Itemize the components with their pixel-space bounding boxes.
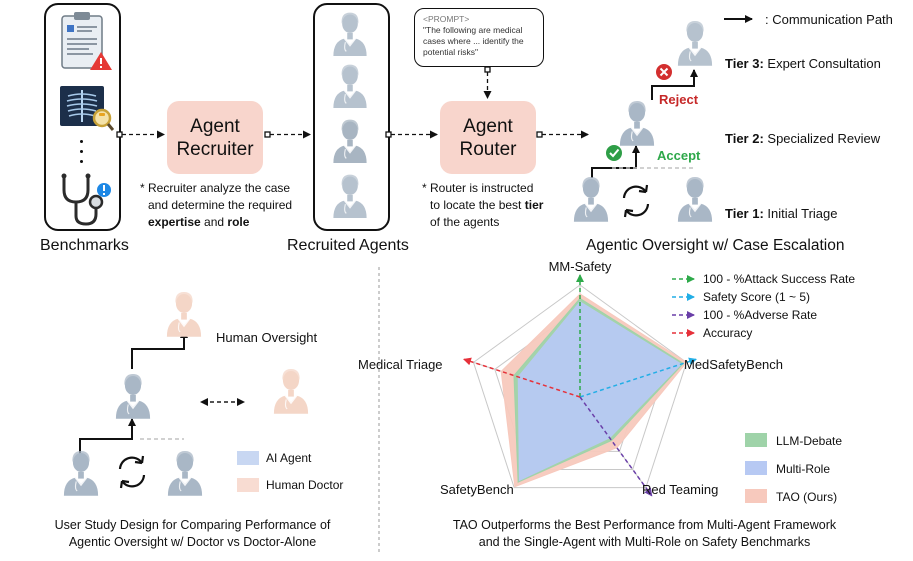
radar-axis-label-2: MedSafetyBench — [684, 357, 783, 372]
recruiter-note-line1: * Recruiter analyze the case — [140, 181, 291, 195]
series-legend-label-3: TAO (Ours) — [776, 490, 837, 504]
radar-series-multi-role — [517, 301, 682, 482]
metric-legend-label-4: Accuracy — [703, 326, 752, 340]
reject-x-icon — [656, 64, 672, 80]
radar-axis-label-4: SafetyBench — [440, 482, 514, 497]
radar-metric-arrow-3 — [579, 396, 653, 497]
oversight-label: Agentic Oversight w/ Case Escalation — [586, 237, 845, 254]
prompt-text: "The following are medical cases where .… — [423, 25, 524, 57]
router-note: * Router is instructed to locate the bes… — [422, 180, 572, 231]
series-legend-label-1: LLM-Debate — [776, 434, 842, 448]
recruiter-note-line2: and determine the required — [148, 198, 293, 212]
recruiter-flow-arrow — [116, 130, 165, 139]
agent-recruiter-line2: Recruiter — [176, 138, 254, 160]
metric-legend-label-3: 100 - %Adverse Rate — [703, 308, 817, 322]
bottom-left-structure — [79, 267, 380, 553]
prompt-to-router-arrow — [483, 66, 492, 99]
radar-axis-label-5: Medical Triage — [358, 357, 443, 372]
tier1-label: Tier 1: Initial Triage — [725, 206, 838, 221]
recruited-agents-label: Recruited Agents — [287, 237, 409, 254]
agent-router-line1: Agent — [463, 115, 513, 137]
accept-label: Accept — [657, 148, 701, 163]
legend-human-doctor-swatch — [237, 478, 259, 492]
cycle-icon — [622, 184, 650, 218]
recruiter-note-and: and — [200, 215, 228, 229]
bottom-left-caption: User Study Design for Comparing Performa… — [54, 518, 331, 549]
reject-label: Reject — [659, 92, 699, 107]
router-note-line1: * Router is instructed — [422, 181, 534, 195]
radar-grid-ring-5 — [472, 284, 688, 489]
recruiter-note-bold2: role — [227, 215, 250, 229]
radar-metric-arrow-2 — [579, 357, 697, 398]
prompt-box: <PROMPT> "The following are medical case… — [414, 8, 544, 67]
human-oversight-label: Human Oversight — [216, 330, 318, 345]
recruiter-note-bold1: expertise — [148, 215, 201, 229]
router-to-oversight-arrow — [536, 130, 589, 139]
radar-caption: TAO Outperforms the Best Performance fro… — [452, 518, 837, 549]
cycle-icon-bottom — [118, 455, 146, 489]
agent-router-line2: Router — [459, 138, 517, 160]
router-note-bold: tier — [524, 198, 544, 212]
benchmarks-label: Benchmarks — [40, 237, 129, 254]
recruited-flow-arrow — [264, 130, 311, 139]
metric-legend-label-2: Safety Score (1 ~ 5) — [703, 290, 810, 304]
ellipsis-dots — [80, 140, 84, 163]
series-legend-swatch-2 — [745, 461, 767, 475]
radar-metric-arrow-4 — [463, 357, 581, 398]
legend-human-doctor-label: Human Doctor — [266, 478, 344, 492]
top-connectors — [116, 15, 753, 218]
router-note-line3: of the agents — [430, 215, 500, 229]
recruiter-note: * Recruiter analyze the case and determi… — [140, 180, 310, 231]
metric-legend-label-1: 100 - %Attack Success Rate — [703, 272, 855, 286]
series-legend-swatch-1 — [745, 433, 767, 447]
legend-ai-agent-label: AI Agent — [266, 451, 312, 465]
agent-router-box: Agent Router — [440, 101, 536, 174]
prompt-tag: <PROMPT> — [423, 14, 470, 24]
radar-axis-label-3: Red Teaming — [642, 482, 718, 497]
legend-ai-agent-swatch — [237, 451, 259, 465]
tier3-label: Tier 3: Expert Consultation — [725, 56, 881, 71]
router-note-line2: to locate the best — [430, 198, 525, 212]
stethoscope-icon — [61, 173, 111, 226]
series-legend-label-2: Multi-Role — [776, 462, 830, 476]
radar-axis-label-1: MM-Safety — [549, 259, 612, 274]
router-flow-arrow — [385, 130, 438, 139]
clipboard-icon — [61, 12, 112, 70]
communication-path-legend: : Communication Path — [765, 12, 893, 27]
tier2-label: Tier 2: Specialized Review — [725, 131, 881, 146]
agent-recruiter-box: Agent Recruiter — [167, 101, 263, 174]
accept-check-icon — [606, 145, 622, 161]
agent-recruiter-line1: Agent — [190, 115, 240, 137]
xray-icon — [60, 86, 114, 131]
series-legend-swatch-3 — [745, 489, 767, 503]
